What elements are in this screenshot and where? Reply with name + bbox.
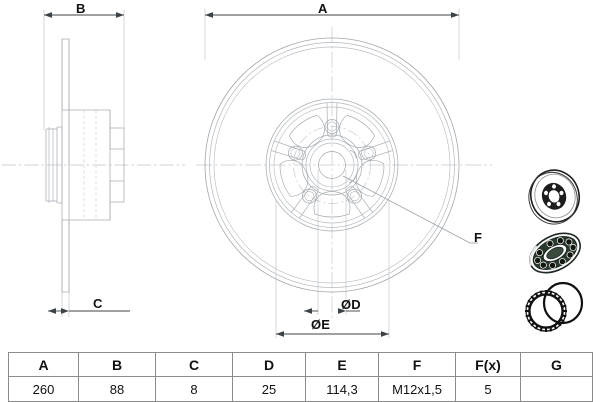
leader-line-F <box>342 175 471 244</box>
table-value-cell: M12x1,5 <box>378 376 456 402</box>
table-value-cell: 88 <box>78 376 156 402</box>
table-header-cell: A <box>8 352 79 377</box>
table-value-cell: 114,3 <box>305 376 379 402</box>
table-header-cell: G <box>520 352 593 377</box>
brake-disc-photo <box>528 169 580 225</box>
dimension-A <box>204 9 460 60</box>
table-row: 260 88 8 25 114,3 M12x1,5 5 <box>8 376 593 402</box>
hub-bore <box>318 151 346 179</box>
dimension-diameter-E <box>275 200 390 338</box>
table-header-cell: D <box>232 352 306 377</box>
wheel-bearing-photo <box>529 232 581 274</box>
table-header-row: A B C D E F F(x) G <box>8 352 593 377</box>
dimension-label-C: C <box>93 296 103 311</box>
dimension-label-diameter-D: ØD <box>341 297 361 312</box>
table-value-cell: 260 <box>8 376 79 402</box>
table-header-cell: F(x) <box>455 352 521 377</box>
table-header-cell: F <box>378 352 456 377</box>
abs-ring-photo <box>525 281 584 332</box>
dimension-C <box>48 292 130 317</box>
dimension-label-A: A <box>318 1 328 16</box>
table-value-cell: 8 <box>155 376 233 402</box>
dimension-label-F: F <box>474 230 483 245</box>
table-header-cell: B <box>78 352 156 377</box>
front-disc-view <box>196 27 492 318</box>
disc-plate-profile <box>61 38 70 293</box>
table-value-cell: 25 <box>232 376 306 402</box>
dimension-diameter-D <box>304 170 360 315</box>
table-value-cell <box>520 376 593 402</box>
table-value-cell: 5 <box>455 376 521 402</box>
bolt-pitch-circle <box>293 126 371 204</box>
retaining-ring-shape <box>542 281 584 325</box>
disc-outer-edge <box>204 37 460 293</box>
abs-tone-ring-shape <box>525 290 567 332</box>
section-side-view <box>2 38 185 293</box>
hub-flange-outer <box>265 98 399 232</box>
dimension-label-diameter-E: ØE <box>311 317 331 332</box>
table-header-cell: C <box>155 352 233 377</box>
specification-table: A B C D E F F(x) G 260 88 8 25 114,3 M12… <box>8 352 593 402</box>
dimension-B <box>43 10 125 150</box>
dimension-label-B: B <box>76 1 86 16</box>
table-header-cell: E <box>305 352 379 377</box>
